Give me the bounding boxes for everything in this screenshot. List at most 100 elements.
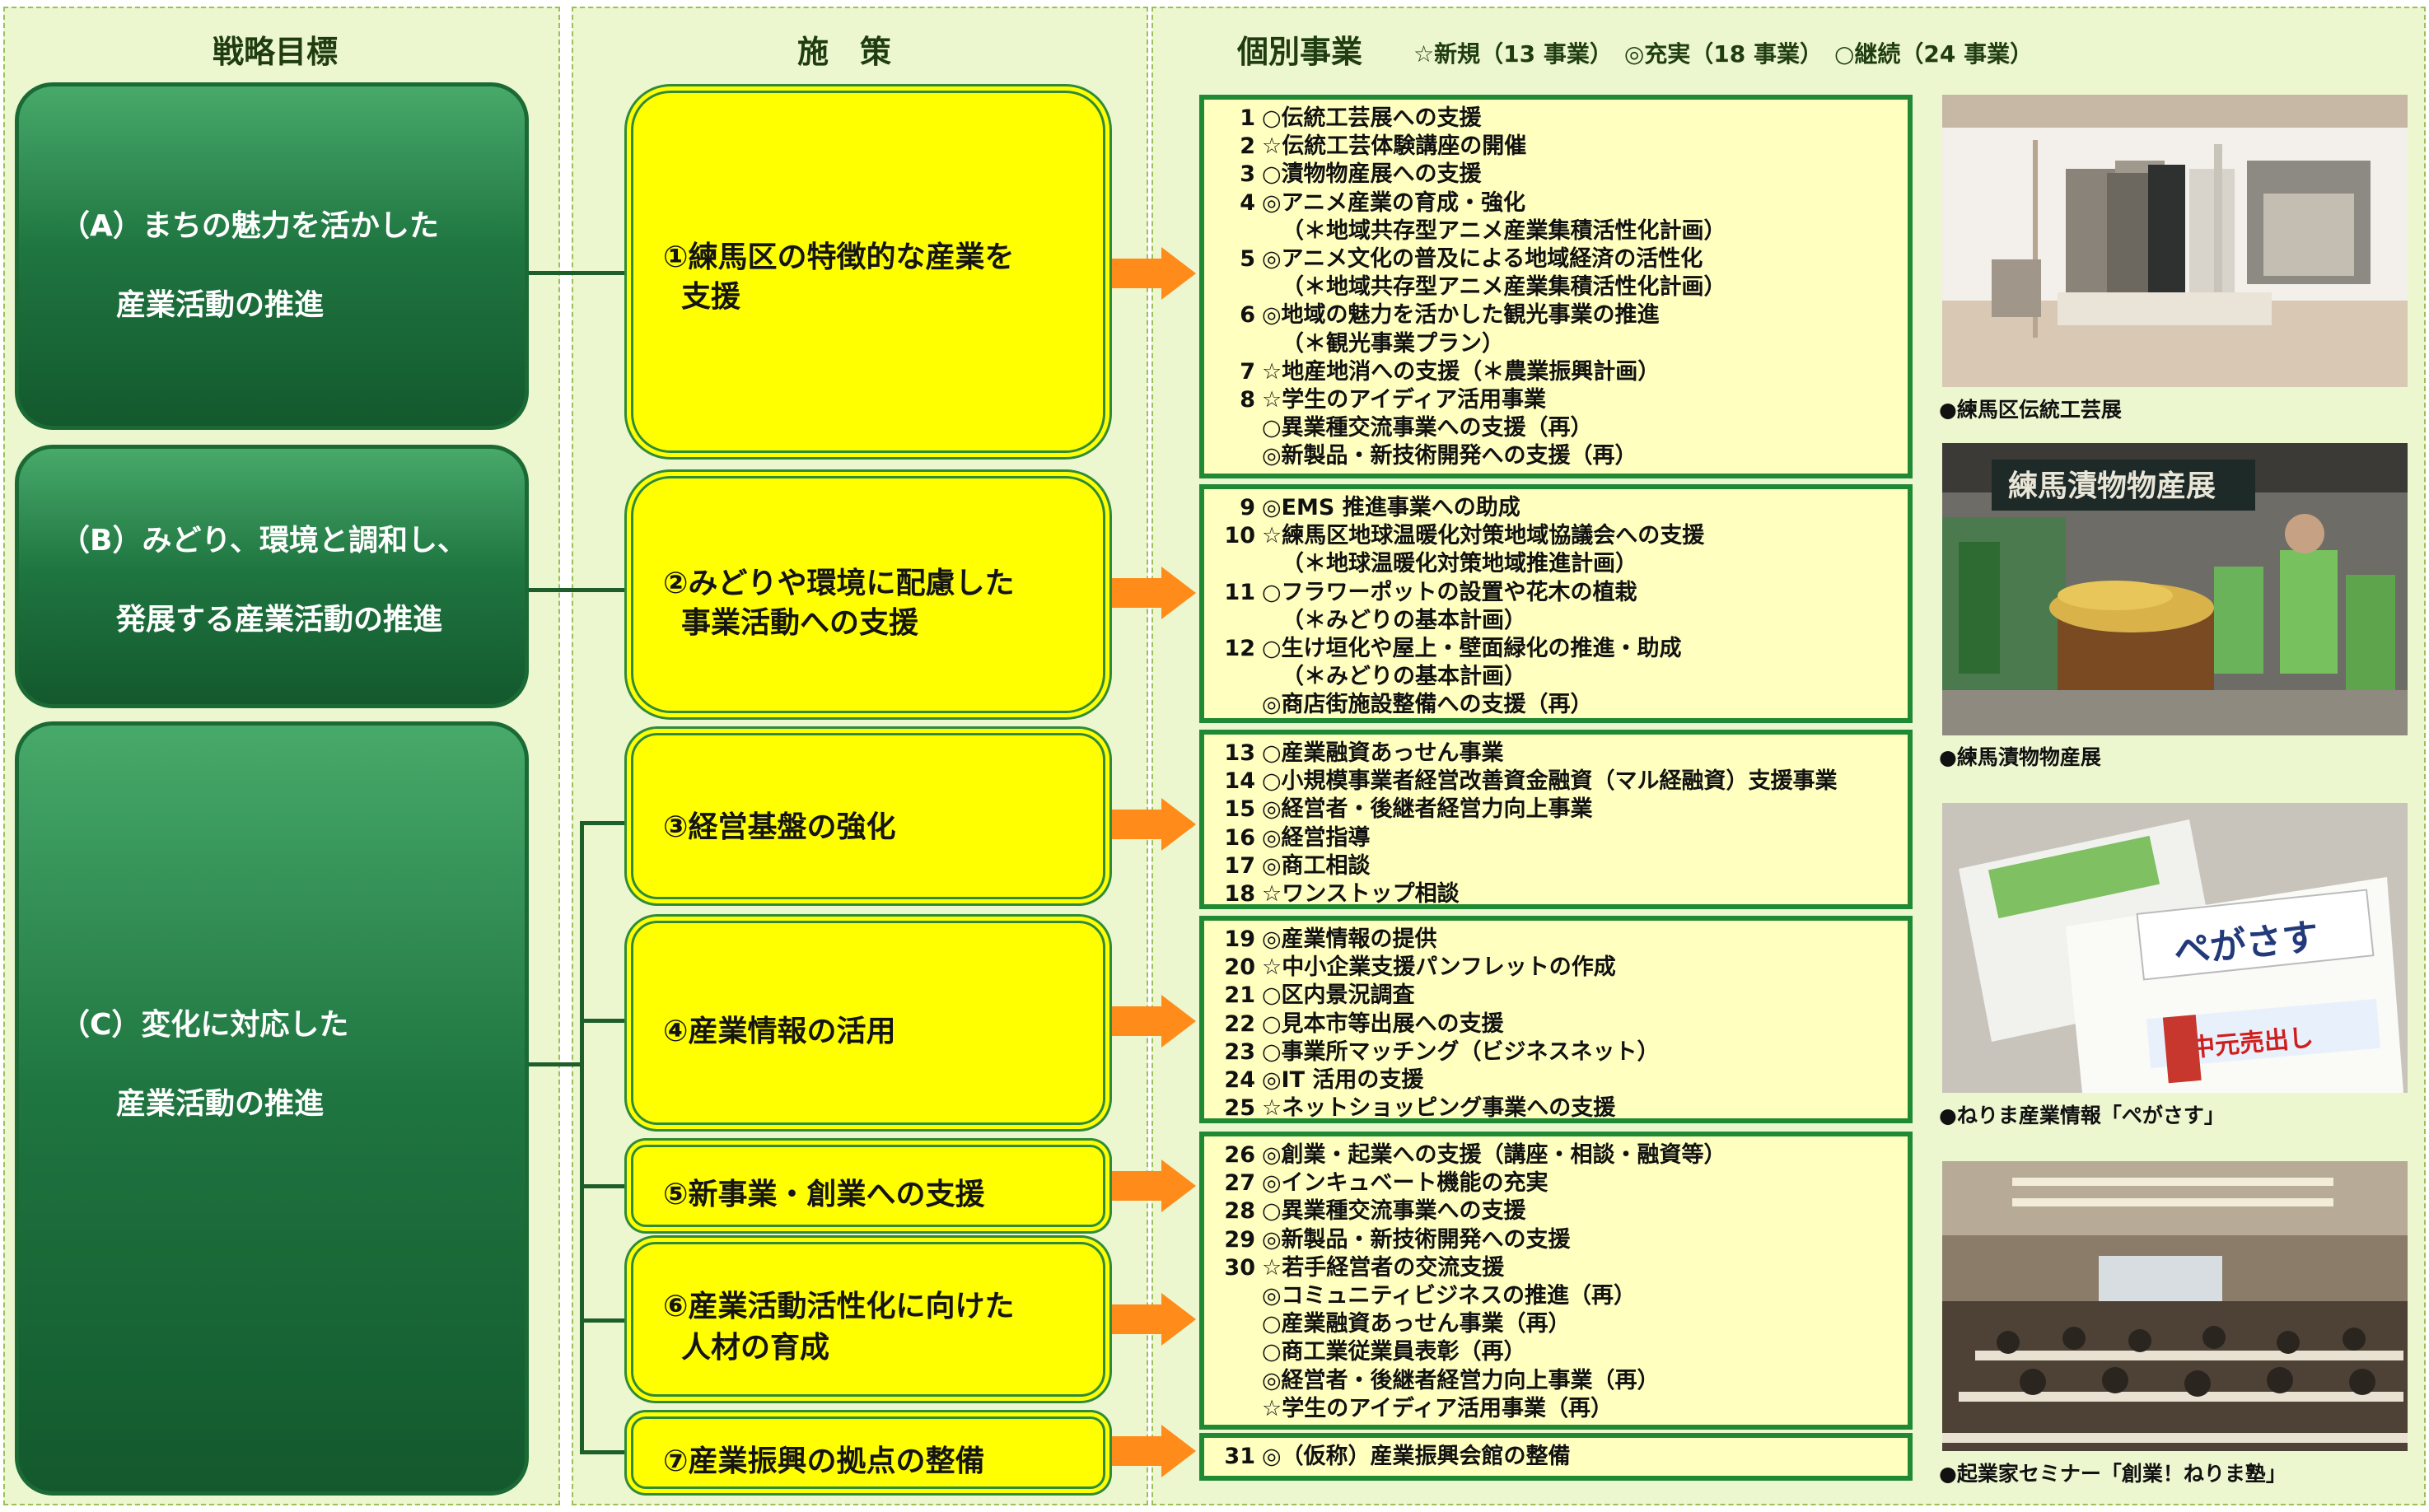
photo-caption: ●起業家セミナー「創業！ねりま塾」 (1939, 1462, 2287, 1486)
project-text: ☆学生のアイディア活用事業 (1262, 387, 1546, 413)
goal-b: （B）みどり、環境と調和し、 発展する産業活動の推進 (15, 445, 529, 708)
project-item: 28○異業種交流事業への支援 (1214, 1197, 1526, 1225)
legend: ☆新規（13 事業） ◎充実（18 事業） ○継続（24 事業） (1413, 40, 2034, 68)
connector-c-branch-6 (580, 1318, 633, 1323)
project-text: ☆中小企業支援パンフレットの作成 (1262, 954, 1616, 981)
goal-a-line2: 産業活動の推進 (116, 288, 325, 322)
connector-c-stem (529, 1062, 582, 1066)
project-text: ◎経営指導 (1262, 824, 1371, 851)
project-text: （＊みどりの基本計画） (1282, 607, 1526, 633)
policy-4-line1: ④産業情報の活用 (663, 1015, 896, 1048)
project-text: ◎インキュベート機能の充実 (1262, 1170, 1548, 1197)
goal-b-line1: （B）みどり、環境と調和し、 (60, 524, 467, 558)
project-item: 25 ☆ネットショッピング事業への支援 (1214, 1094, 1615, 1122)
project-text: ○事業所マッチング（ビジネスネット） (1262, 1038, 1660, 1065)
project-item: 8☆学生のアイディア活用事業 (1214, 386, 1546, 414)
project-number: 12 (1224, 636, 1255, 661)
policy-4: ④産業情報の活用 (631, 921, 1105, 1125)
project-text: ○異業種交流事業への支援 (1262, 1198, 1526, 1225)
project-item: 15◎経営者・後継者経営力向上事業 (1214, 796, 1592, 824)
project-text: ◎EMS 推進事業への助成 (1262, 495, 1520, 520)
project-item: 17◎商工相談 (1214, 852, 1370, 880)
arrow-right-icon (1112, 1425, 1196, 1477)
policy-3: ③経営基盤の強化 (631, 733, 1105, 899)
project-item: 3○漬物物産展への支援 (1214, 161, 1481, 189)
project-item: 24◎IT 活用の支援 (1214, 1066, 1423, 1094)
project-item: 5 ◎アニメ文化の普及による地域経済の活性化 (1214, 245, 1703, 273)
policy-7-line1: ⑦産業振興の拠点の整備 (663, 1444, 985, 1478)
project-text: ◎産業情報の提供 (1262, 926, 1437, 952)
project-item: （＊みどりの基本計画） (1214, 663, 1526, 691)
project-text: ○産業融資あっせん事業 (1262, 740, 1504, 766)
project-item: ☆学生のアイディア活用事業（再） (1214, 1395, 1613, 1423)
project-text: （＊地球温暖化対策地域推進計画） (1282, 551, 1637, 577)
photo-caption: ●練馬区伝統工芸展 (1939, 398, 2122, 422)
project-text: ◎アニメ文化の普及による地域経済の活性化 (1262, 246, 1703, 272)
project-text: ☆若手経営者の交流支援 (1262, 1254, 1505, 1281)
project-text: ◎新製品・新技術開発への支援（再） (1262, 443, 1637, 469)
project-text: ○フラワーポットの設置や花木の植栽 (1262, 579, 1637, 605)
project-item: ○産業融資あっせん事業（再） (1214, 1310, 1571, 1338)
project-item: 4 ◎アニメ産業の育成・強化 (1214, 189, 1525, 217)
project-text: ◎アニメ産業の育成・強化 (1262, 189, 1526, 216)
project-item: 11 ○フラワーポットの設置や花木の植栽 (1214, 579, 1637, 607)
project-number: 18 (1224, 881, 1255, 907)
policy-2-line2: 事業活動への支援 (681, 606, 919, 640)
photo-entrepreneur-seminar (1942, 1161, 2408, 1451)
project-number: 22 (1224, 1010, 1255, 1037)
project-text: ○商工業従業員表彰（再） (1262, 1339, 1526, 1365)
project-number: 23 (1224, 1038, 1255, 1065)
connector-c-branch-4 (580, 1019, 633, 1023)
project-item: 10☆練馬区地球温暖化対策地域協議会への支援 (1214, 522, 1704, 550)
project-item: 2☆伝統工芸体験講座の開催 (1214, 133, 1526, 161)
project-group-6: 31◎（仮称）産業振興会館の整備 (1199, 1433, 1913, 1481)
project-number: 5 (1240, 246, 1255, 272)
policy-2: ②みどりや環境に配慮した 事業活動への支援 (631, 476, 1105, 713)
connector-b (529, 588, 633, 592)
goal-b-line2: 発展する産業活動の推進 (116, 603, 443, 637)
policy-6: ⑥産業活動活性化に向けた 人材の育成 (631, 1242, 1105, 1397)
project-number: 21 (1224, 982, 1255, 1009)
project-item: （＊観光事業プラン） (1214, 330, 1504, 358)
project-number: 11 (1224, 579, 1255, 605)
project-item: 27◎インキュベート機能の充実 (1214, 1169, 1548, 1197)
policy-7: ⑦産業振興の拠点の整備 (631, 1416, 1105, 1489)
policy-6-line1: ⑥産業活動活性化に向けた (663, 1290, 1015, 1323)
project-item: （＊地域共存型アニメ産業集積活性化計画） (1214, 273, 1726, 301)
project-item: ○商工業従業員表彰（再） (1214, 1338, 1526, 1366)
policy-5: ⑤新事業・創業への支援 (631, 1145, 1105, 1227)
policy-3-line1: ③経営基盤の強化 (663, 810, 896, 844)
arrow-right-icon (1112, 1160, 1196, 1212)
project-item: （＊地球温暖化対策地域推進計画） (1214, 550, 1637, 578)
project-item: 22○見本市等出展への支援 (1214, 1010, 1503, 1038)
project-item: 7☆地産地消への支援（＊農業振興計画） (1214, 358, 1660, 386)
arrow-right-icon (1112, 247, 1196, 300)
project-item: 26◎創業・起業への支援（講座・相談・融資等） (1214, 1141, 1726, 1169)
project-text: ○異業種交流事業への支援（再） (1262, 415, 1593, 441)
project-number: 1 (1240, 105, 1255, 131)
arrow-right-icon (1112, 995, 1196, 1048)
policies-header: 施 策 (797, 34, 892, 70)
connector-a (529, 271, 633, 275)
photo-pickles-fair: 練馬漬物物産展 (1942, 443, 2408, 735)
project-item: 21○区内景況調査 (1214, 982, 1414, 1010)
project-number: 26 (1224, 1142, 1255, 1168)
project-item: ◎新製品・新技術開発への支援（再） (1214, 442, 1637, 470)
project-number: 4 (1240, 189, 1255, 216)
project-number: 25 (1224, 1095, 1255, 1122)
goals-header: 戦略目標 (213, 34, 339, 70)
goal-a: （A）まちの魅力を活かした 産業活動の推進 (15, 82, 529, 430)
project-number: 19 (1224, 926, 1255, 952)
project-text: （＊地域共存型アニメ産業集積活性化計画） (1282, 274, 1726, 301)
project-item: 19 ◎産業情報の提供 (1214, 926, 1437, 954)
project-number: 30 (1224, 1254, 1255, 1281)
project-text: ☆ネットショッピング事業への支援 (1262, 1095, 1616, 1122)
project-number: 15 (1224, 796, 1255, 823)
project-number: 3 (1240, 161, 1255, 188)
policy-1-line2: 支援 (681, 280, 741, 314)
project-item: （＊みどりの基本計画） (1214, 607, 1526, 635)
project-text: ◎商店街施設整備への支援（再） (1262, 692, 1593, 718)
policy-6-line2: 人材の育成 (681, 1331, 830, 1365)
